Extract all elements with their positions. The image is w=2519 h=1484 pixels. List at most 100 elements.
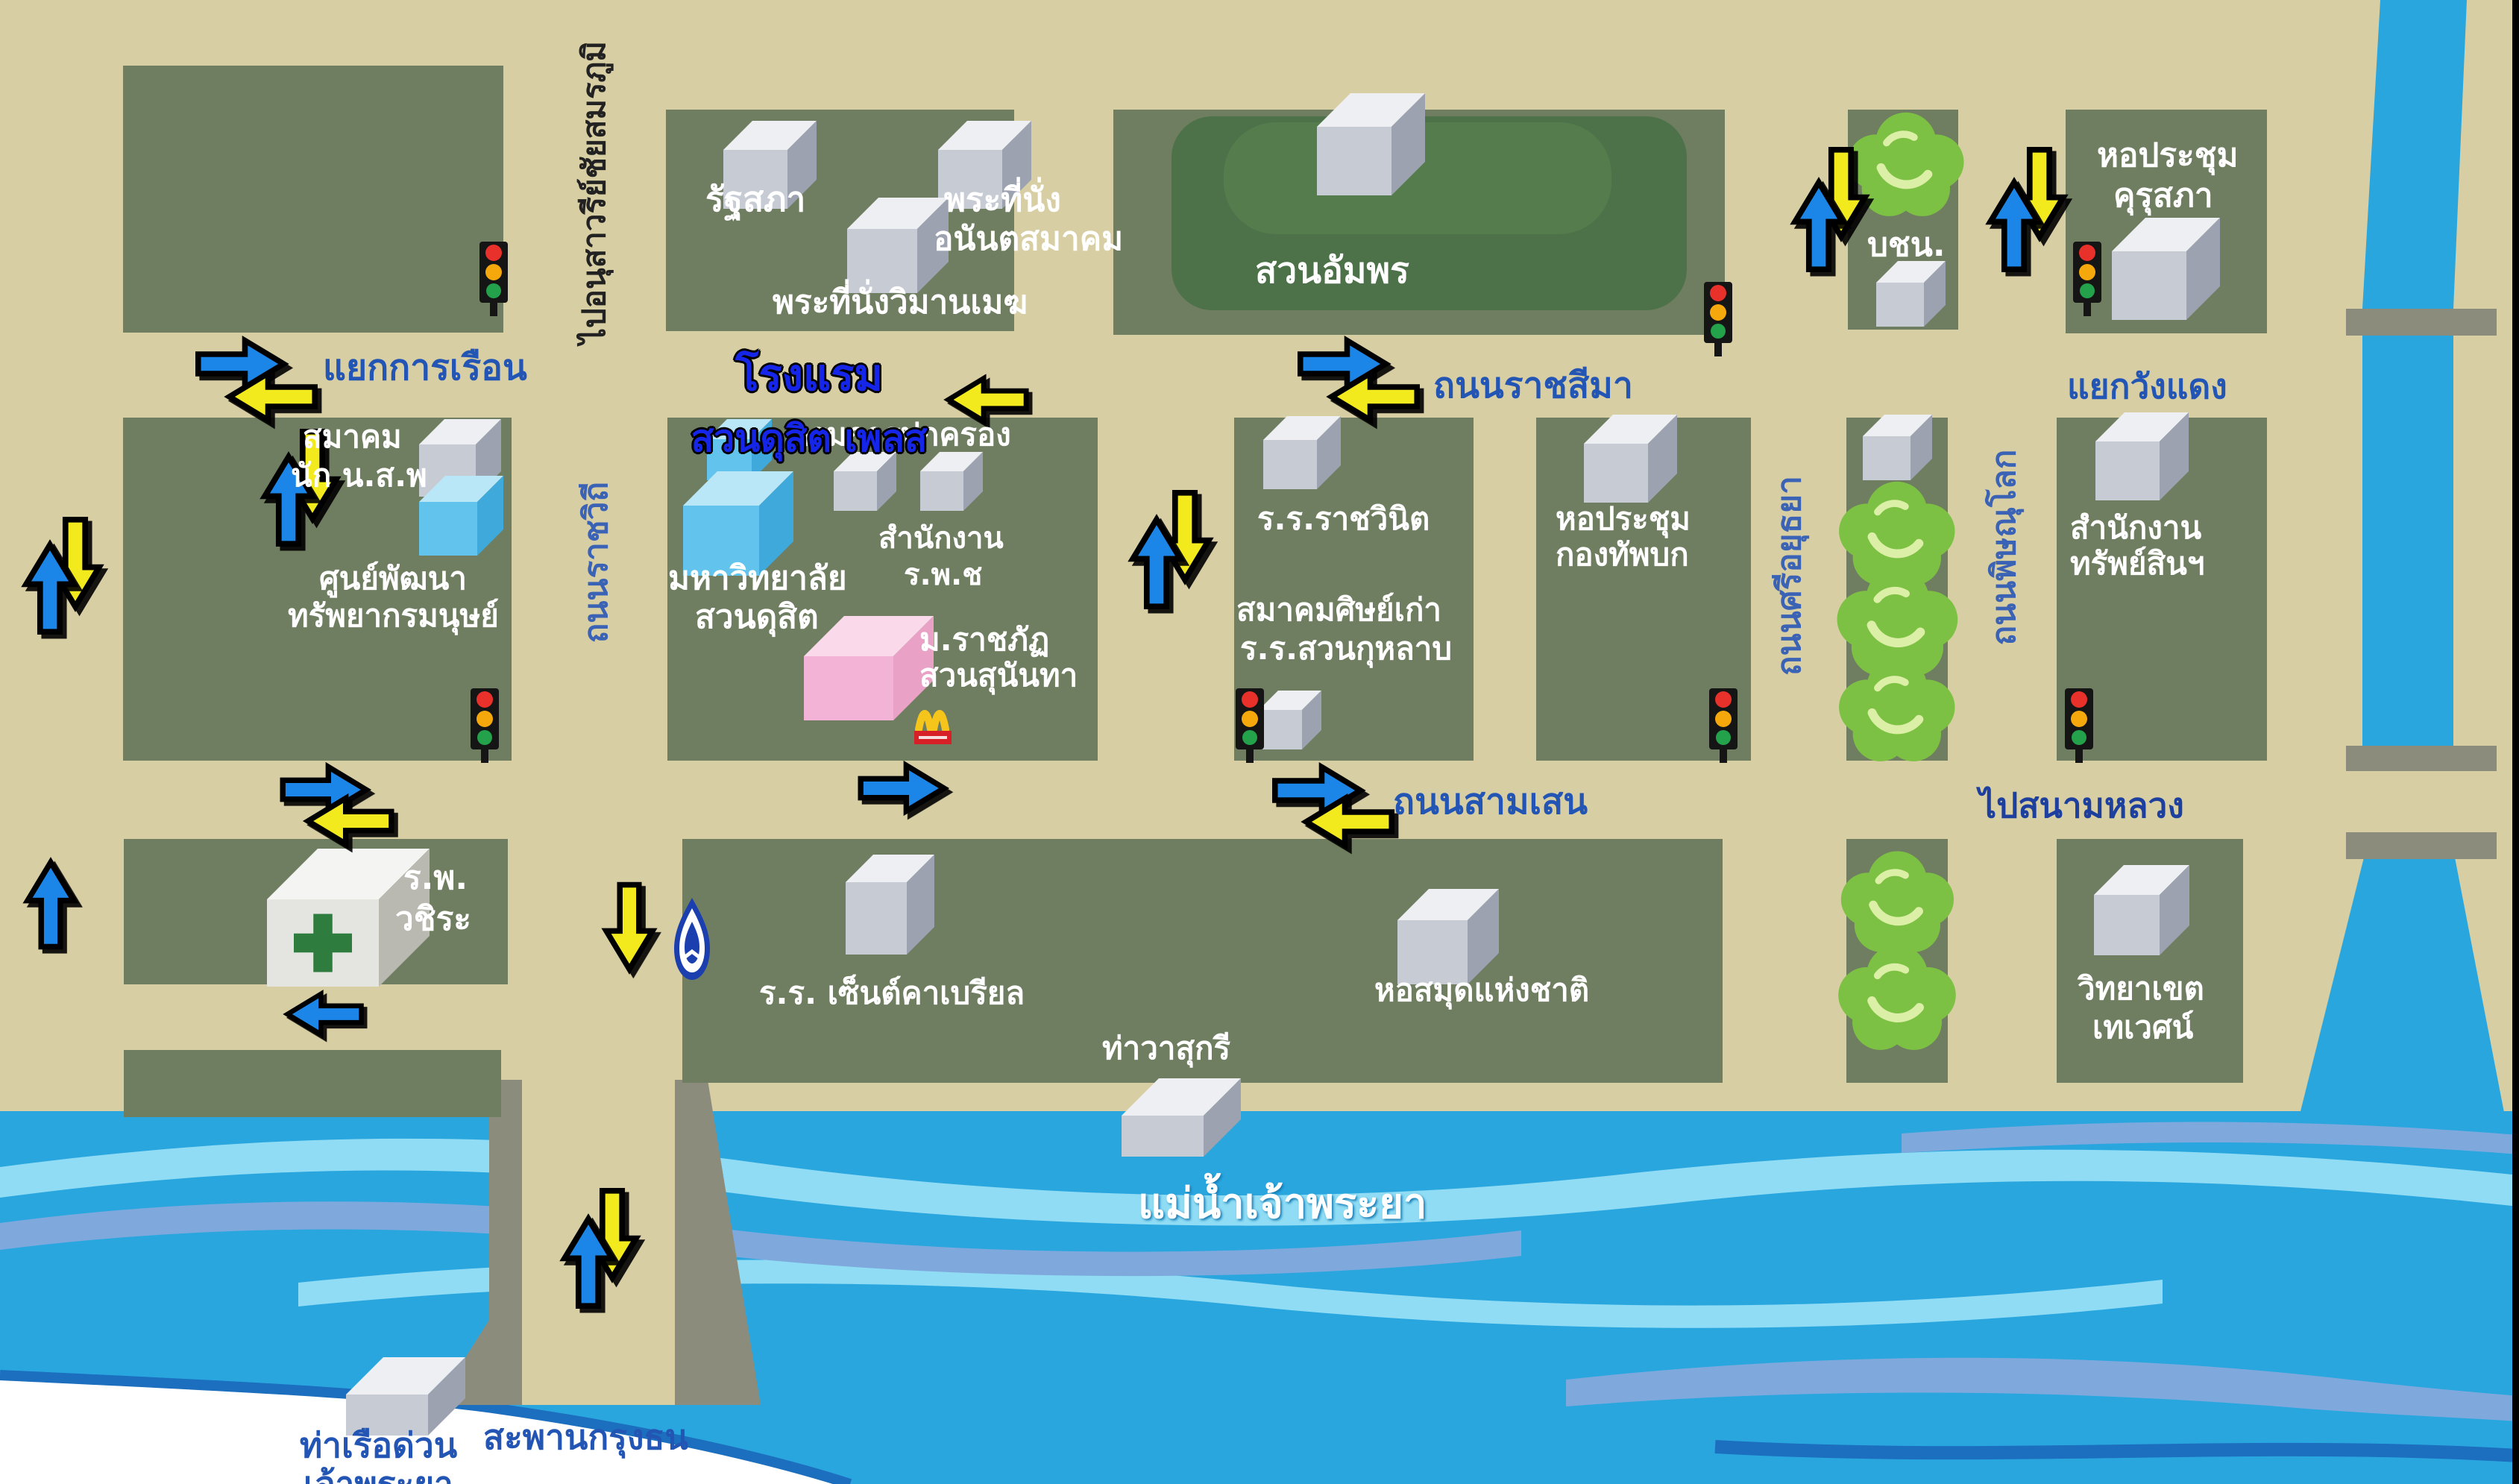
traffic-light-kan-ruean (479, 242, 509, 318)
tree-mid-2 (1828, 556, 1966, 694)
river-name-label: แม่น้ำเจ้าพระยา (1138, 1180, 1427, 1228)
label-khurusapha-2: คุรุสภา (2113, 177, 2213, 215)
label-samnakngan-2: ร.พ.ช (904, 558, 983, 592)
building-express-pier (346, 1357, 465, 1436)
label-vajira-1: ร.พ. (403, 859, 468, 897)
building-ananta-samakhom (938, 121, 1031, 209)
building-suan-dusit-small (707, 419, 772, 480)
label-thewet-2: เทเวศน์ (2092, 1009, 2194, 1046)
building-crown-property (2095, 412, 2189, 500)
traffic-light-crown (2064, 688, 2094, 764)
label-thanon-samsen: ถนนสามเสน (1393, 781, 1588, 823)
hotel-label-line2: สวนดุสิต เพลส (691, 417, 928, 460)
label-yaek-wang-daeng: แยกวังแดง (2067, 366, 2227, 406)
label-rajabhat-2: สวนสุนันทา (919, 657, 1078, 694)
building-national-library (1397, 889, 1499, 984)
label-vajira-2: วชิระ (395, 900, 471, 938)
arrow-southwest-up (21, 857, 81, 953)
arrow-ratchasima-west (1323, 367, 1427, 427)
traffic-light-army (1708, 688, 1738, 764)
arrow-west-edge-up (19, 539, 81, 638)
label-khurusapha-1: หอประชุม (2097, 136, 2239, 175)
label-hrd-2: ทรัพยากรมนุษย์ (288, 597, 499, 634)
arrow-samsen-west-pair-west (300, 792, 401, 850)
building-rajabhat (804, 616, 934, 720)
building-rajavinit (1263, 416, 1341, 489)
building-saint-gabriel (846, 855, 934, 955)
label-army-2: กองทัพบก (1556, 536, 1689, 573)
tree-south-2 (1830, 934, 1964, 1068)
label-hrd-1: ศูนย์พัฒนา (319, 560, 467, 597)
label-rajavinit: ร.ร.ราชวินิต (1257, 500, 1430, 537)
label-thanon-ratchawithi: ถนนราชวิถี (576, 482, 615, 644)
label-thanon-si-ayutthaya: ถนนศรีอยุธยา (1770, 476, 1808, 676)
building-krom-1 (834, 452, 896, 511)
label-army-1: หอประชุม (1556, 500, 1691, 537)
label-thanon-phitsanulok: ถนนพิษณุโลก (1984, 449, 2023, 646)
label-crown-2: ทรัพย์สินฯ (2070, 545, 2205, 582)
label-suan-amphon: สวนอัมพร (1255, 250, 1409, 292)
arrow-vajira-west (283, 987, 367, 1041)
label-pai-sanam-luang: ไปสนามหลวง (1979, 785, 2184, 826)
label-tha-ruea-duan-2: เจ้าพระยา (303, 1464, 454, 1484)
label-university-2: สวนดุสิต (695, 598, 819, 636)
hotel-label: โรงแรม สวนดุสิต เพลส (656, 340, 962, 468)
tree-south-1 (1833, 840, 1962, 969)
building-wimanmek (847, 198, 949, 293)
traffic-light-press (470, 688, 500, 764)
mcdonalds-icon (913, 695, 963, 746)
arrow-mid-road-up (1126, 514, 1187, 613)
arrow-kan-ruean-west (221, 367, 325, 427)
label-saphan-krungthon: สะพานกรุงธน (483, 1417, 688, 1457)
arrow-wang-daeng-2-up (1984, 177, 2045, 276)
label-tha-ruea-duan: ท่าเรือด่วน (299, 1425, 458, 1465)
building-mid-strip (1863, 415, 1932, 480)
tree-bchn (1840, 101, 1972, 234)
shield-icon (670, 896, 714, 982)
tree-mid-3 (1831, 647, 1963, 779)
building-khurusapha (2112, 218, 2220, 320)
map-right-border (2512, 0, 2519, 1484)
label-university-1: มหาวิทยาลัย (668, 559, 847, 597)
building-bchn (1876, 261, 1946, 327)
label-thewet-1: วิทยาเขต (2078, 970, 2204, 1007)
building-hrd-center (419, 476, 503, 556)
building-tha-wasukri (1122, 1078, 1241, 1157)
building-vajira-hospital (267, 849, 430, 987)
block-suan-amphon (1113, 110, 1725, 335)
label-ratthasapha: รัฐสภา (705, 179, 806, 219)
label-alumni-2: ร.ร.สวนกุหลาบ (1240, 630, 1453, 667)
arrow-hotel-west (943, 370, 1032, 430)
block-south-strip (124, 1050, 501, 1117)
arrow-samsen-west (1298, 792, 1402, 852)
label-press-1: สมาคม (303, 418, 402, 455)
arrow-ratchawithi-up (258, 451, 319, 550)
label-saint-gabriel: ร.ร. เซ็นต์คาเบรียล (759, 975, 1025, 1011)
building-krom-2 (920, 452, 983, 511)
arrow-wang-daeng-1-up (1788, 177, 1849, 276)
label-rajabhat-1: ม.ราชภัฏ (919, 621, 1050, 658)
traffic-light-rajavinit (1235, 688, 1265, 764)
arrow-bridge-up (558, 1213, 619, 1312)
label-thanon-ratchasima: ถนนราชสีมา (1433, 365, 1633, 406)
label-wimanmek: พระที่นั่งวิมานเมฆ (773, 283, 1028, 321)
building-alumni (1259, 691, 1321, 749)
building-thewet (2094, 865, 2189, 955)
label-phra-thinang-1: พระที่นั่ง (944, 181, 1061, 219)
label-samnakngan-1: สำนักงาน (878, 521, 1004, 556)
label-krom-kan-pokkhrong: กรมการปกครอง (790, 416, 1011, 453)
label-tha-wasukri: ท่าวาสุกรี (1102, 1030, 1231, 1066)
building-suan-amphon (1317, 93, 1425, 195)
amphon-park (1172, 116, 1687, 310)
arrow-samsen-single-east (852, 759, 951, 817)
label-bchn: บชน. (1867, 226, 1946, 264)
label-crown-1: สำนักงาน (2070, 509, 2202, 546)
building-suan-dusit-big (683, 471, 793, 576)
label-alumni-1: สมาคมศิษย์เก่า (1236, 591, 1442, 628)
label-press-2: นัก น.ส.พ (291, 457, 427, 494)
label-yaek-kan-ruean: แยกการเรือน (323, 347, 527, 389)
building-army (1584, 415, 1677, 503)
building-ratthasapha (723, 121, 817, 209)
